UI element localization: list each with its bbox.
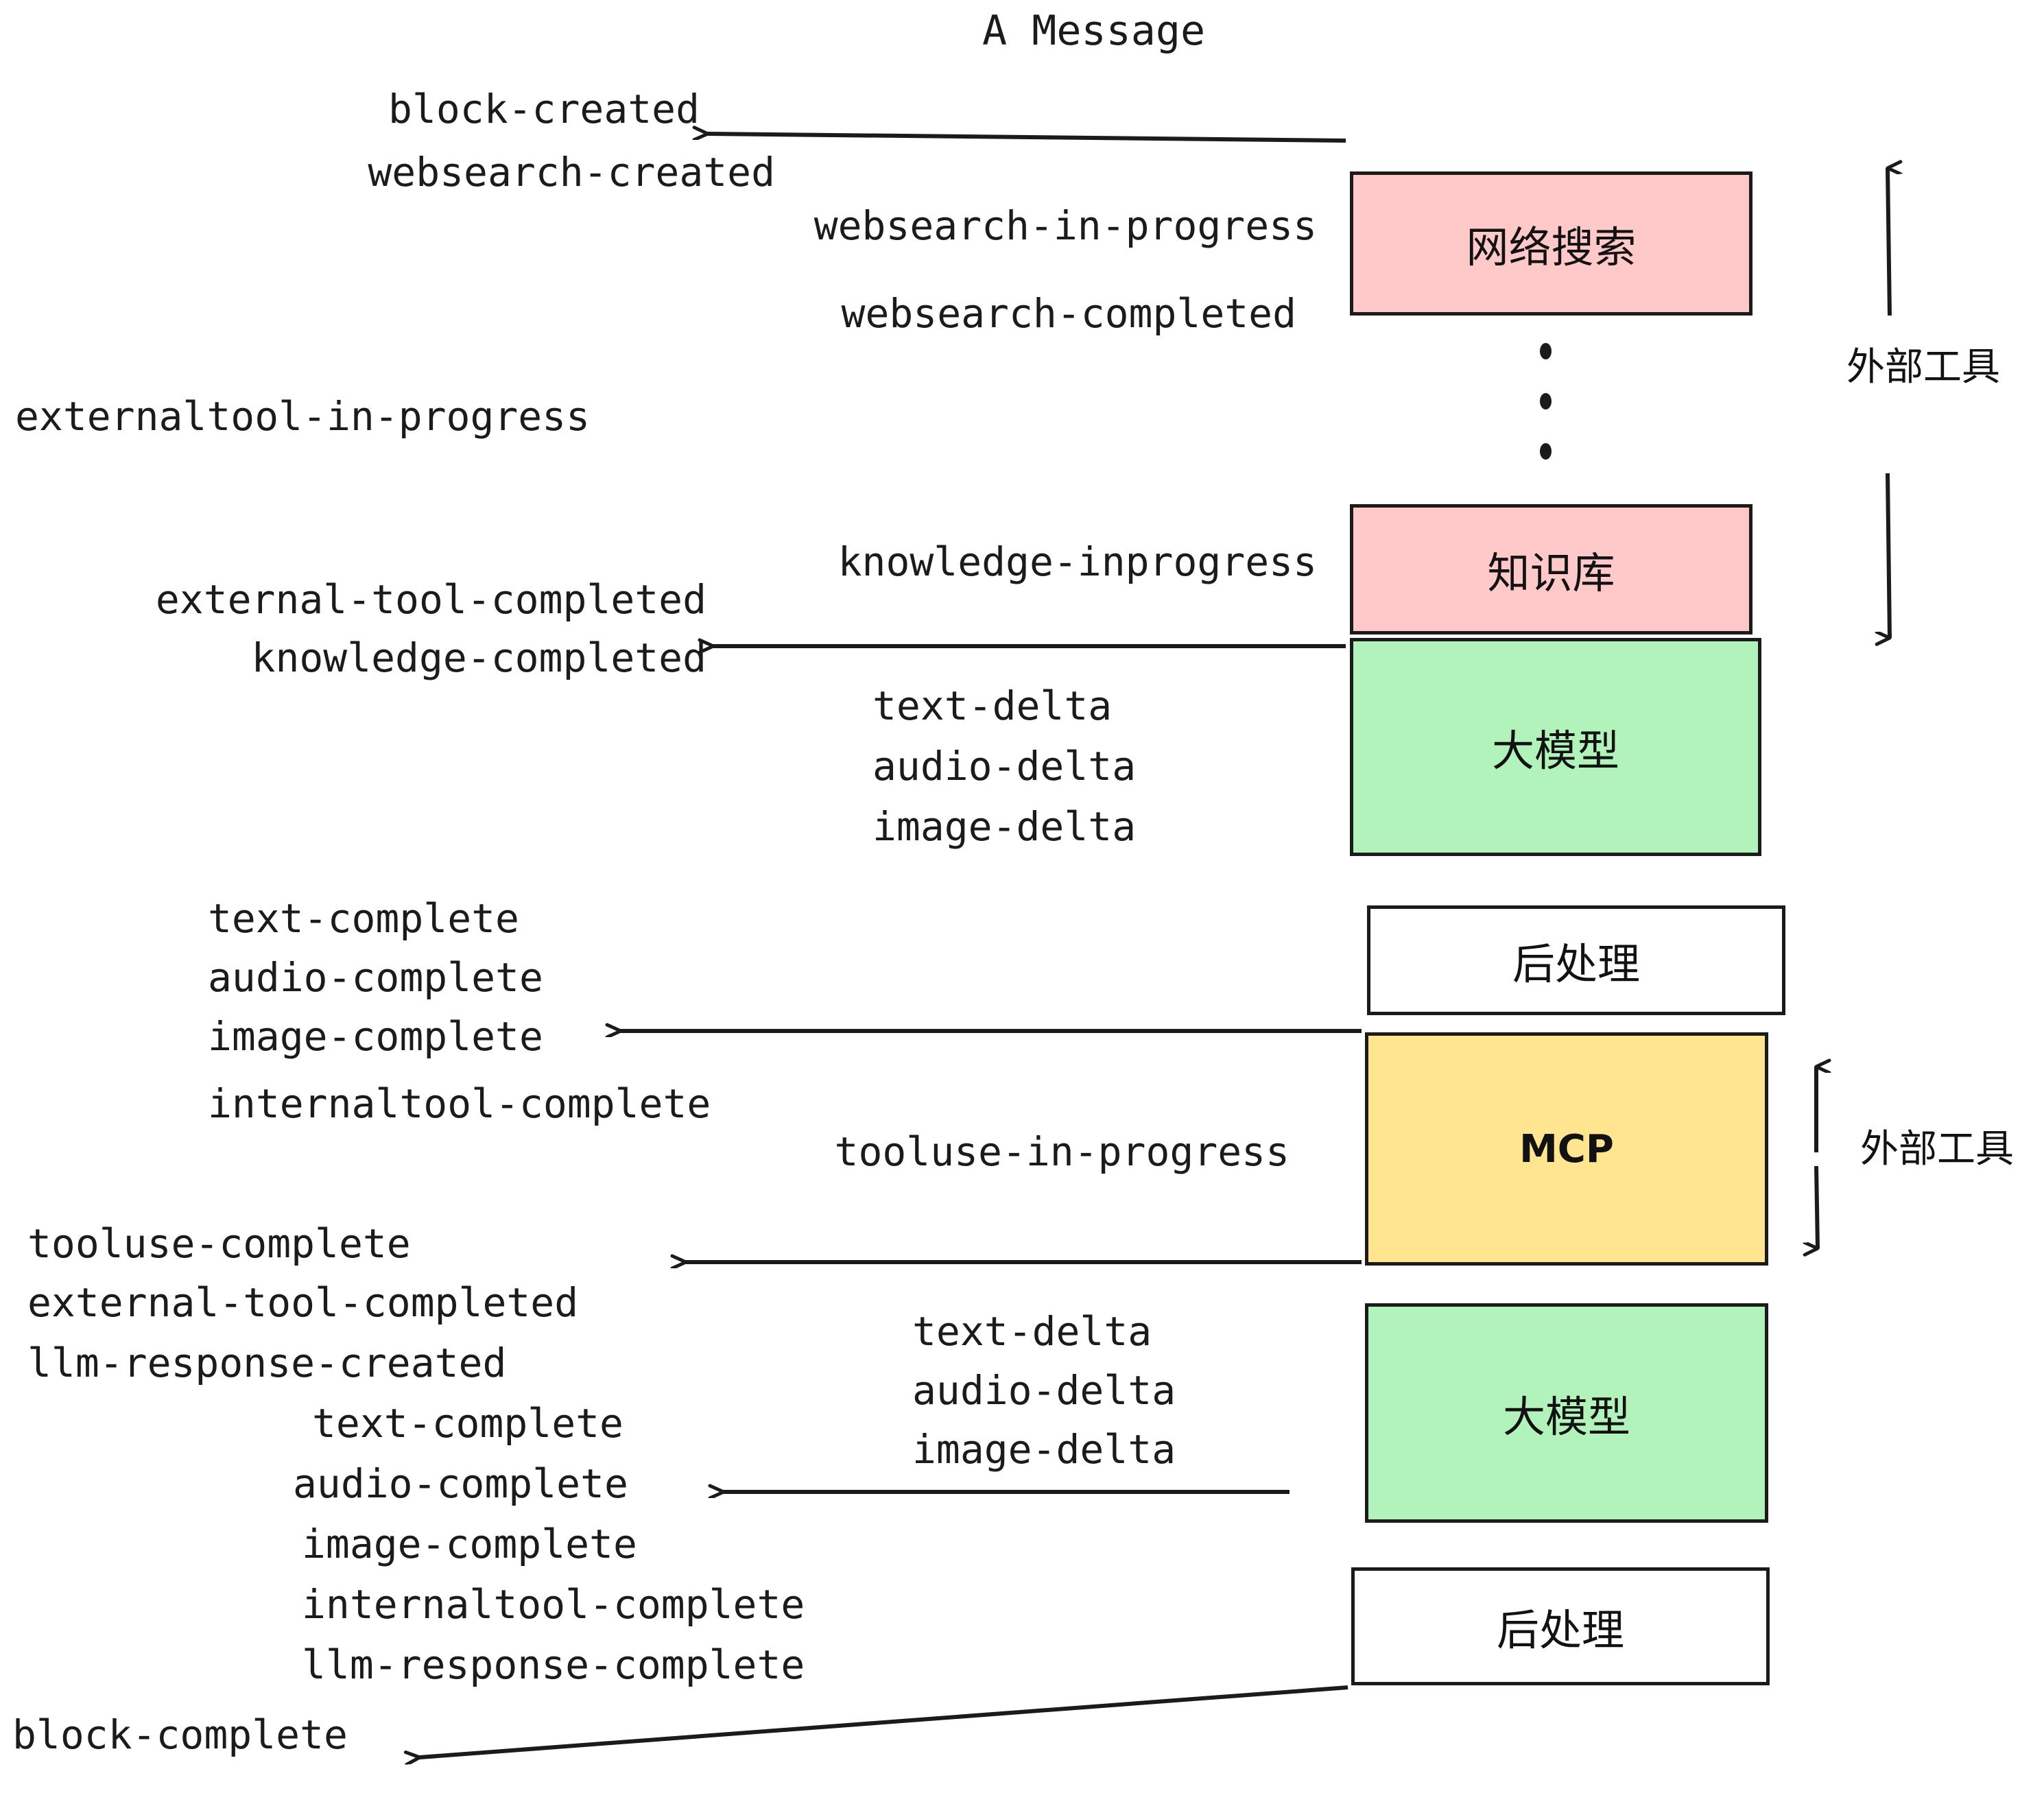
event-label-websearch-completed: websearch-completed — [841, 290, 1296, 337]
event-label-external-tool-completed-2: external-tool-completed — [27, 1279, 579, 1326]
node-llm-2[interactable]: 大模型 — [1365, 1303, 1768, 1523]
event-label-knowledge-completed: knowledge-completed — [251, 634, 706, 681]
event-label-image-delta-1: image-delta — [872, 803, 1137, 850]
node-mcp-label: MCP — [1519, 1126, 1614, 1172]
event-label-image-complete-1: image-complete — [208, 1013, 543, 1060]
arrow-websearch-to-block-created — [708, 134, 1346, 143]
diagram-title: A Message — [982, 7, 1206, 55]
event-label-internaltool-complete-1: internaltool-complete — [208, 1080, 711, 1127]
event-label-block-complete: block-complete — [12, 1711, 348, 1758]
vertical-ellipsis-icon — [1538, 343, 1552, 460]
event-label-llm-response-created: llm-response-created — [27, 1340, 507, 1386]
event-label-image-delta-2: image-delta — [912, 1426, 1176, 1473]
bracket-external-tool-bottom-down — [1816, 1165, 1820, 1248]
event-label-text-delta-1: text-delta — [872, 683, 1113, 729]
node-mcp[interactable]: MCP — [1365, 1032, 1768, 1266]
side-label-external-tool-top: 外部工具 — [1846, 345, 2000, 390]
arrow-postprocess2-to-block-complete — [420, 1685, 1348, 1757]
event-label-llm-response-complete: llm-response-complete — [302, 1641, 805, 1688]
node-postprocess-2-label: 后处理 — [1496, 1605, 1624, 1655]
event-label-websearch-in-progress: websearch-in-progress — [813, 202, 1317, 249]
side-label-external-tool-bottom: 外部工具 — [1860, 1127, 2014, 1172]
event-label-tooluse-in-progress: tooluse-in-progress — [834, 1128, 1290, 1175]
node-postprocess-1[interactable]: 后处理 — [1367, 905, 1785, 1015]
event-label-knowledge-inprogress: knowledge-inprogress — [837, 538, 1317, 585]
event-label-audio-delta-1: audio-delta — [872, 743, 1137, 790]
node-llm-1-label: 大模型 — [1491, 726, 1619, 776]
node-postprocess-2[interactable]: 后处理 — [1351, 1567, 1770, 1685]
node-postprocess-1-label: 后处理 — [1512, 939, 1640, 989]
event-label-external-tool-completed-1: external-tool-completed — [155, 576, 706, 623]
event-label-externaltool-in-progress: externaltool-in-progress — [15, 393, 591, 440]
event-label-tooluse-complete: tooluse-complete — [27, 1220, 411, 1267]
node-knowledge[interactable]: 知识库 — [1350, 504, 1752, 634]
node-llm-1[interactable]: 大模型 — [1350, 638, 1761, 856]
node-knowledge-label: 知识库 — [1487, 548, 1615, 598]
event-label-image-complete-2: image-complete — [302, 1521, 637, 1567]
node-websearch[interactable]: 网络搜索 — [1350, 171, 1752, 316]
event-label-audio-delta-2: audio-delta — [912, 1367, 1176, 1414]
node-websearch-label: 网络搜索 — [1466, 222, 1637, 272]
event-label-internaltool-complete-2: internaltool-complete — [302, 1581, 805, 1628]
event-label-audio-complete-1: audio-complete — [208, 954, 543, 1001]
event-label-audio-complete-2: audio-complete — [293, 1460, 628, 1507]
event-label-block-created: block-created — [388, 86, 700, 132]
bracket-external-tool-top-down — [1888, 473, 1892, 638]
event-label-text-delta-2: text-delta — [912, 1308, 1152, 1355]
bracket-external-tool-top-up — [1886, 168, 1890, 316]
event-label-text-complete-1: text-complete — [208, 895, 519, 942]
event-label-text-complete-2: text-complete — [312, 1400, 623, 1447]
event-label-websearch-created: websearch-created — [368, 149, 775, 195]
node-llm-2-label: 大模型 — [1502, 1392, 1630, 1442]
